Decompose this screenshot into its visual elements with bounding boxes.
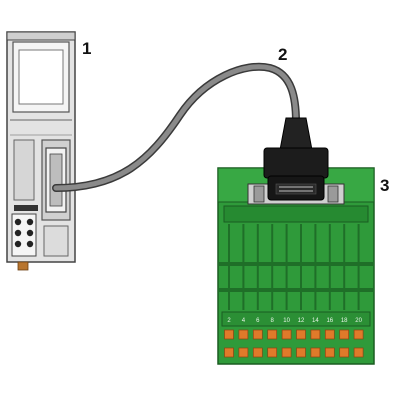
callout-board: 3 [380, 176, 390, 195]
connector-hood [263, 147, 329, 179]
board-channel-line [314, 224, 317, 310]
terminal-push-button [252, 329, 263, 340]
terminal-push-button [267, 347, 278, 358]
connector-screw [253, 185, 265, 203]
module-led-strip [14, 205, 38, 211]
terminal-screw [26, 240, 34, 248]
terminal-number-label: 12 [298, 318, 305, 324]
board-channel-line [357, 224, 360, 310]
board-channel-line [228, 224, 230, 310]
cable-body [53, 64, 299, 191]
terminal-number-label: 6 [256, 318, 260, 324]
module-latch [17, 261, 29, 271]
board-channel-line [300, 224, 302, 310]
connector-strain-relief [279, 117, 313, 151]
terminal-numbers: 2 4 6 8 10 12 14 16 18 20 [227, 318, 362, 324]
terminal-screw [26, 229, 34, 237]
terminal-push-button [296, 347, 306, 358]
module-display-inner [18, 49, 64, 105]
terminal-push-button [281, 329, 292, 340]
terminal-screw [14, 218, 22, 226]
connector-label-plate [275, 183, 317, 195]
module-port-pins [49, 153, 63, 207]
terminal-push-button [224, 347, 234, 358]
terminal-push-button [353, 329, 364, 340]
board-rail [223, 205, 369, 223]
terminal-push-button [224, 329, 234, 340]
terminal-push-button [281, 347, 292, 358]
terminal-screw [14, 229, 22, 237]
board-channel-line [343, 224, 346, 310]
terminal-push-button [296, 329, 306, 340]
board-stripe [218, 288, 374, 292]
terminal-row-bottom [224, 347, 364, 358]
terminal-screw [14, 240, 22, 248]
board-channel-line [271, 224, 274, 310]
terminal-number-label: 8 [271, 318, 275, 324]
terminal-push-button [238, 347, 249, 358]
board-channel-line [328, 224, 331, 310]
callout-module: 1 [82, 39, 92, 58]
terminal-row-top [224, 329, 364, 340]
terminal-screw [26, 218, 34, 226]
terminal-number-label: 20 [355, 318, 362, 324]
terminal-push-button [339, 347, 350, 358]
terminal-number-label: 14 [312, 318, 319, 324]
terminal-push-button [324, 347, 335, 358]
board-channel-line [256, 224, 259, 310]
connection-cable [52, 62, 300, 192]
terminal-push-button [310, 329, 321, 340]
terminal-push-button [339, 329, 350, 340]
board-columns [228, 224, 360, 310]
terminal-number-label: 4 [242, 318, 246, 324]
terminal-number-label: 18 [341, 318, 348, 324]
board-stripe [218, 262, 374, 266]
terminal-number-strip [221, 311, 371, 327]
terminal-push-button [238, 329, 249, 340]
module-top-strip [6, 31, 76, 41]
connector-screw [327, 185, 339, 203]
terminal-push-button [310, 347, 321, 358]
io-module [6, 31, 76, 271]
callout-cable: 2 [278, 45, 288, 64]
d-sub-connector [247, 117, 345, 205]
terminal-number-label: 16 [326, 318, 333, 324]
module-side-panel [13, 139, 35, 201]
module-terminal-block [11, 213, 37, 257]
terminal-number-label: 10 [283, 318, 290, 324]
terminal-push-button [353, 347, 364, 358]
board-channel-line [285, 224, 288, 310]
terminal-push-button [324, 329, 335, 340]
terminal-push-button [267, 329, 278, 340]
terminal-number-label: 2 [227, 318, 231, 324]
terminal-push-button [252, 347, 263, 358]
board-channel-line [242, 224, 245, 310]
module-lower-panel [43, 225, 69, 257]
